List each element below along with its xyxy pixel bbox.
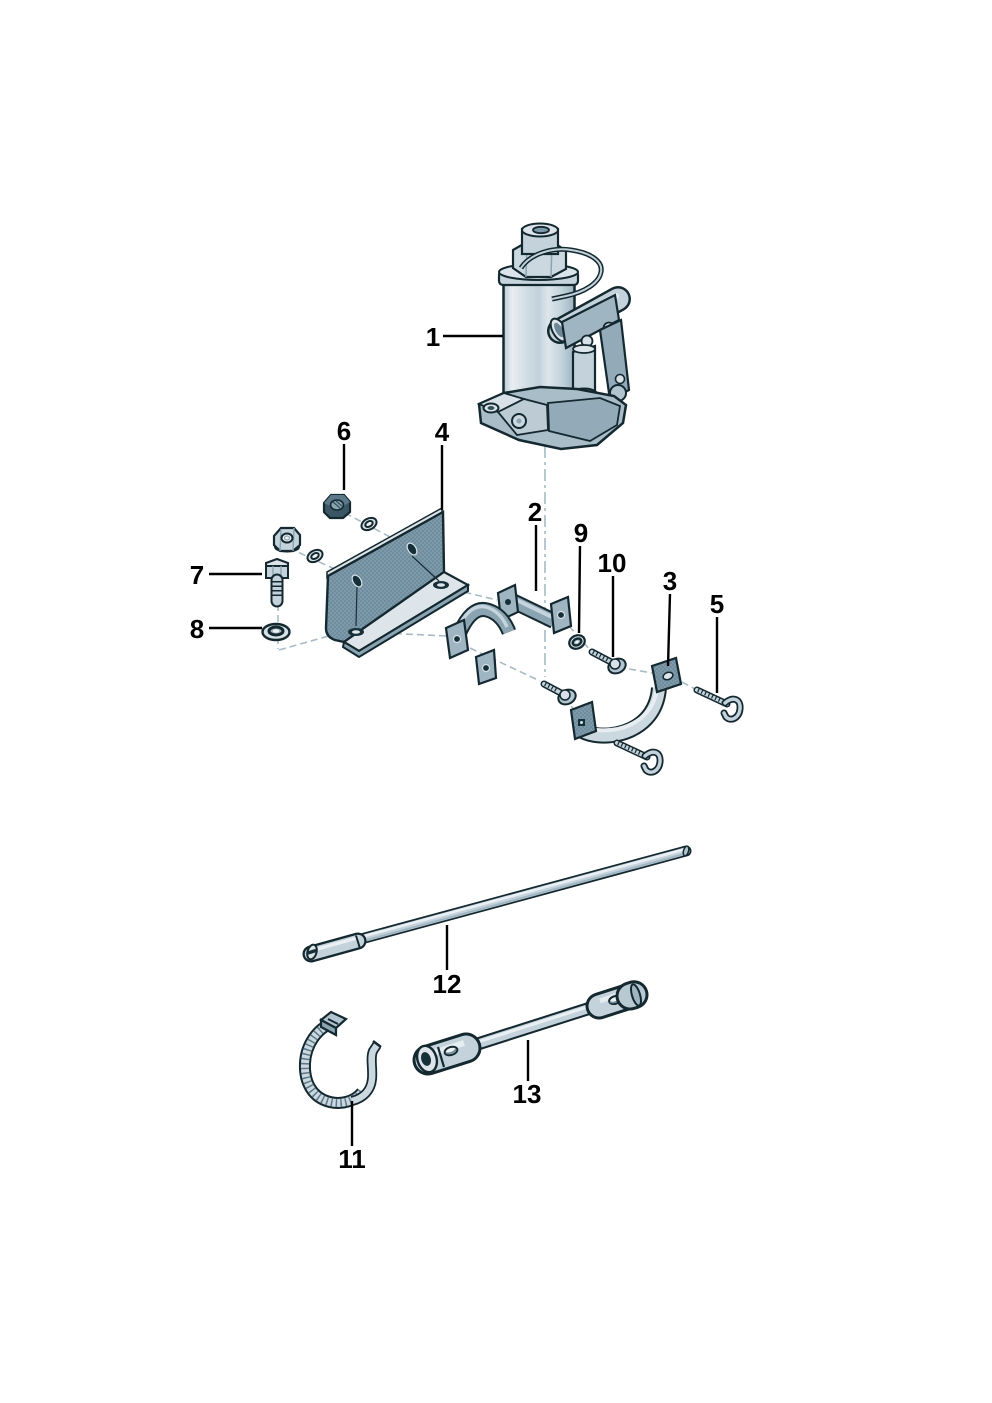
part-strap [298, 1010, 382, 1109]
callout-8[interactable]: 8 [190, 614, 262, 644]
bracket-vertical-face [324, 509, 446, 644]
callout-11-label[interactable]: 11 [338, 1144, 366, 1174]
jack-linkage [598, 318, 631, 402]
bracket-face-hole [351, 574, 363, 588]
wrench-left-socket [412, 1032, 482, 1076]
callout-4[interactable]: 4 [435, 417, 450, 510]
callout-3-leader [666, 593, 672, 667]
callout-9-label[interactable]: 9 [574, 518, 588, 548]
callout-9[interactable]: 9 [574, 518, 588, 634]
callout-10[interactable]: 10 [598, 548, 627, 657]
part-washer-large [261, 622, 291, 642]
bracket-face-hole [406, 542, 418, 556]
callout-2-label[interactable]: 2 [528, 497, 542, 527]
callout-2[interactable]: 2 [528, 497, 542, 591]
part-clamp-bracket-front [444, 602, 516, 686]
part-socket-wrench [412, 980, 649, 1076]
callout-5-label[interactable]: 5 [710, 589, 724, 619]
strap-buckle [319, 1010, 348, 1037]
jack-base [476, 385, 628, 451]
callout-6-label[interactable]: 6 [337, 416, 351, 446]
part-hex-nut [272, 526, 302, 553]
callout-12[interactable]: 12 [433, 925, 462, 999]
part-hex-screw-upper [588, 648, 627, 675]
part-hex-bolt [265, 557, 289, 608]
part-washer-medium [568, 634, 586, 650]
part-handle-rod [302, 845, 692, 963]
callout-7[interactable]: 7 [190, 560, 262, 590]
callout-7-label[interactable]: 7 [190, 560, 204, 590]
callout-13-label[interactable]: 13 [513, 1079, 542, 1109]
part-strap-clamp [569, 656, 683, 744]
part-lock-nut [322, 493, 352, 520]
callout-4-label[interactable]: 4 [435, 417, 450, 447]
part-hook-bolt-lower [613, 739, 664, 776]
callout-11[interactable]: 11 [338, 1101, 366, 1174]
callout-3-label[interactable]: 3 [663, 566, 677, 596]
part-washer-small-upper [360, 516, 378, 532]
part-hook-bolt-upper [693, 686, 744, 723]
callout-8-label[interactable]: 8 [190, 614, 204, 644]
callout-10-label[interactable]: 10 [598, 548, 627, 578]
callout-9-leader [577, 545, 582, 634]
callout-1-label[interactable]: 1 [426, 322, 440, 352]
part-hex-screw-lower [540, 680, 577, 706]
callout-3[interactable]: 3 [663, 566, 677, 667]
part-bottle-jack [476, 222, 631, 451]
callout-12-label[interactable]: 12 [433, 969, 462, 999]
part-washer-small-lower [306, 548, 324, 564]
part-angle-bracket [324, 506, 471, 659]
callout-1[interactable]: 1 [426, 322, 503, 352]
wrench-right-socket [585, 980, 649, 1020]
jack-ram-hole [532, 225, 550, 235]
callout-13[interactable]: 13 [513, 1040, 542, 1109]
callout-5[interactable]: 5 [710, 589, 724, 693]
callout-6[interactable]: 6 [337, 416, 351, 490]
bracket-flange-edge [341, 583, 469, 659]
